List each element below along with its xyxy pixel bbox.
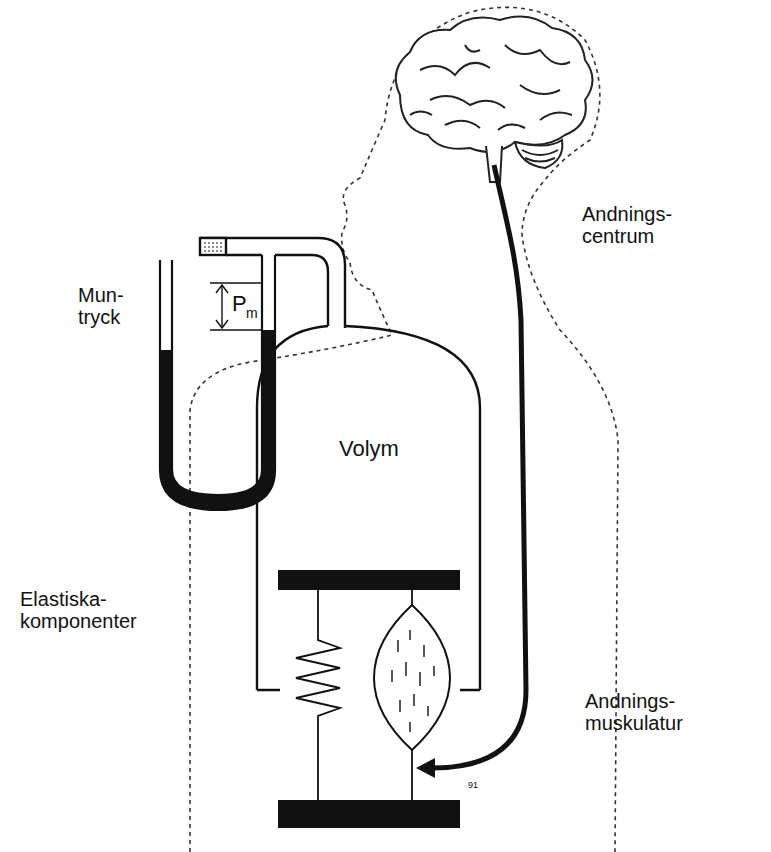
part-label: m	[246, 306, 258, 322]
part-label: Andnings- muskulatur	[585, 690, 683, 735]
spring-symbol	[296, 590, 340, 800]
piston-plate	[278, 570, 460, 590]
part-label: Andnings- centrum	[582, 203, 672, 248]
chest-outline	[257, 318, 481, 692]
part-label: Elastiska- komponenter	[20, 588, 137, 633]
chest-wall	[257, 326, 480, 690]
arrowhead	[416, 758, 435, 778]
node-text: Volym	[257, 436, 481, 462]
base-plate	[278, 800, 460, 828]
part-label: P	[232, 292, 247, 317]
chest-cavity: Volym	[257, 318, 481, 692]
muscle-symbol	[374, 590, 450, 800]
part-label: 91	[468, 780, 478, 790]
body-outline	[190, 7, 618, 852]
part-label: Mun- tryck	[78, 284, 124, 329]
brain	[396, 16, 593, 182]
